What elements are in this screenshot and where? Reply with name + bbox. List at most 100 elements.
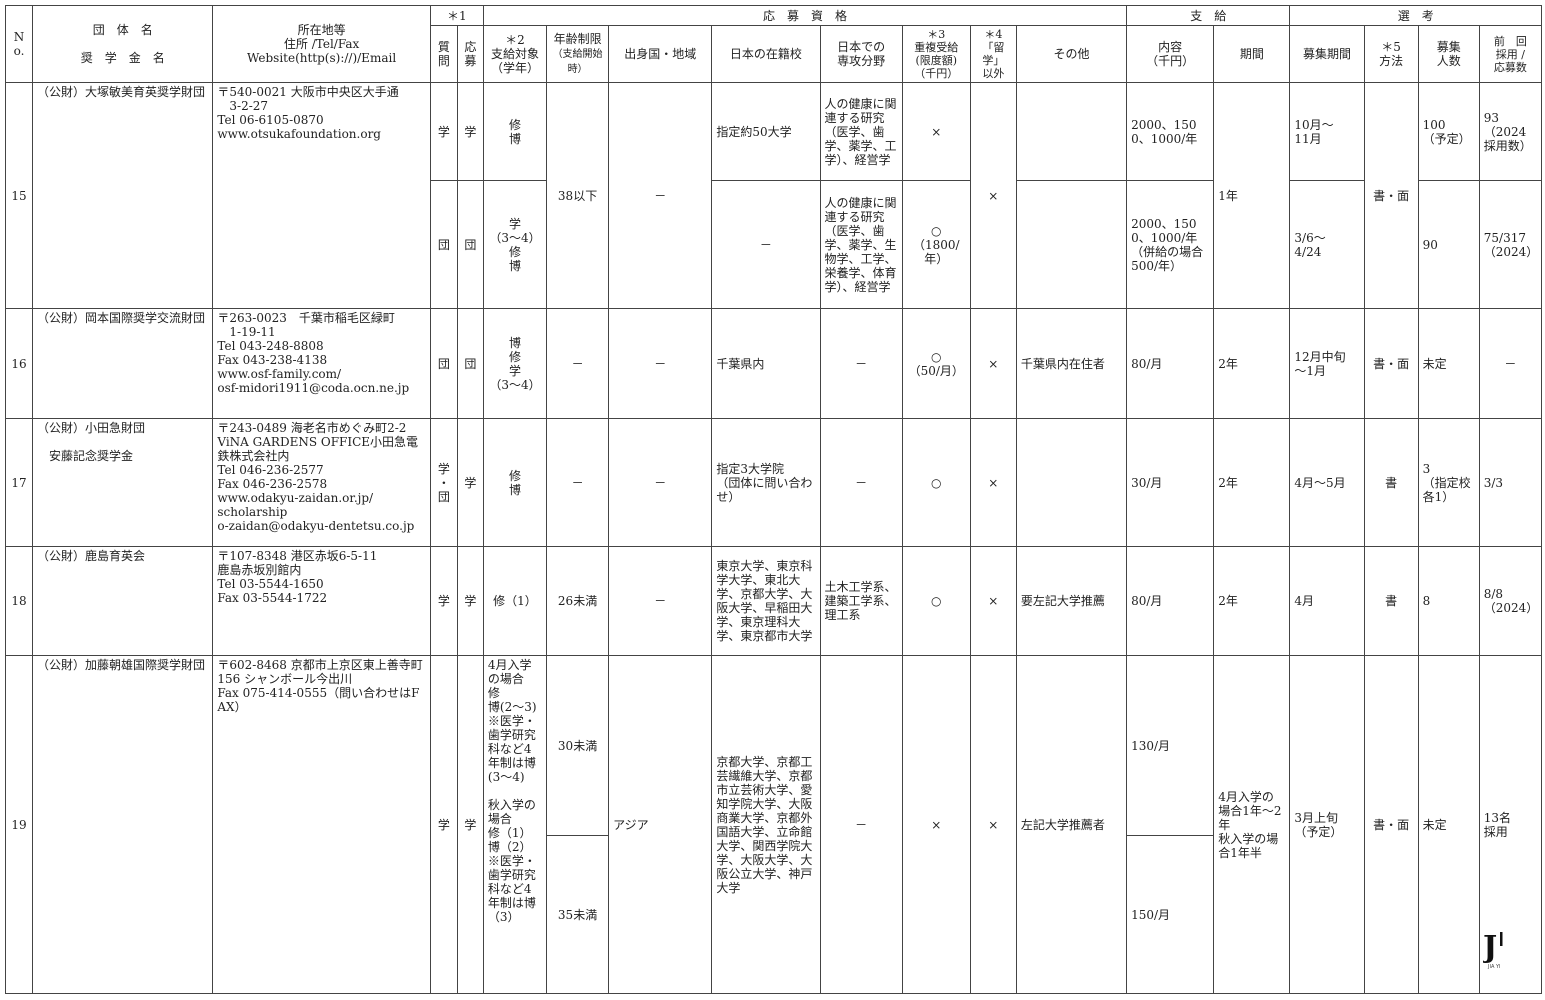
age-limit: 38以下 [546,82,610,309]
method: 書・面 [1363,308,1419,419]
address: 〒243-0489 海老名市めぐみ町2-2 ViNA GARDENS OFFIC… [212,418,431,547]
school: 東京大学、東京科学大学、東北大学、京都大学、大阪大学、早稲田大学、東京理科大学、… [711,546,821,656]
logo-bar [1500,932,1503,946]
address: 〒263-0023 千葉市稲毛区緑町 1-19-11 Tel 043-248-8… [212,308,431,419]
apply: 学 [456,82,484,181]
header-origin: 出身国・地域 [608,25,713,83]
previous: － [1478,308,1543,419]
org-name: （公財）鹿島育英会 [32,546,214,656]
school: 京都大学、京都工芸繊維大学、京都市立芸術大学、愛知学院大学、大阪商業大学、京都外… [711,655,821,994]
scholarship-table: No. 団 体 名 奨 学 金 名 所在地等 住所 /Tel/Fax Websi… [4,5,1543,994]
double: ○ [901,546,971,656]
apply: 団 [456,308,484,419]
target: 修 博 [482,82,548,181]
major: － [819,655,903,994]
apply: 学 [456,418,484,547]
content: 2000、1500、1000/年 [1126,82,1215,181]
double: ○ [901,418,971,547]
header-no: No. [4,5,34,83]
table-row: 16 （公財）岡本国際奨学交流財団 〒263-0023 千葉市稲毛区緑町 1-1… [4,308,1543,419]
school: 指定3大学院 （団体に問い合わせ） [711,418,821,547]
recruit-period: 4月～5月 [1289,418,1365,547]
recruit-period: 10月～ 11月 [1289,82,1365,181]
content: 30/月 [1126,418,1215,547]
method: 書 [1363,546,1419,656]
period: 2年 [1213,308,1291,419]
recruit-period: 4月 [1289,546,1365,656]
recruit-count: 未定 [1417,655,1480,994]
other [1015,82,1128,181]
non-ryugaku: × [969,546,1017,656]
age-limit: 26未満 [546,546,610,656]
org-name: （公財）大塚敏美育英奨学財団 [32,82,214,309]
inquiry: 学 ・ 団 [429,418,458,547]
header-age-limit-label: 年齢制限 [553,32,602,46]
inquiry: 団 [429,180,458,309]
school: － [711,180,821,309]
header-content: 内容 （千円） [1126,25,1215,83]
non-ryugaku: × [969,308,1017,419]
origin: － [608,308,713,419]
target: 修 博 [482,418,548,547]
origin: － [608,418,713,547]
table-row: 17 （公財）小田急財団 安藤記念奨学金 〒243-0489 海老名市めぐみ町2… [4,418,1543,547]
row-no: 19 [4,655,34,994]
header-other: その他 [1015,25,1128,83]
previous: 75/317 （2024） [1478,180,1543,309]
apply: 学 [456,546,484,656]
previous: 93 （2024 採用数） [1478,82,1543,181]
apply: 学 [456,655,484,994]
major: － [819,308,903,419]
table-row: 18 （公財）鹿島育英会 〒107-8348 港区赤坂6-5-11 鹿島赤坂別館… [4,546,1543,656]
header-age-limit: 年齢制限（支給開始時） [546,25,610,83]
header-major: 日本での 専攻分野 [819,25,903,83]
org-name: （公財）加藤朝雄国際奨学財団 [32,655,214,994]
recruit-count: 未定 [1417,308,1480,419]
content: 150/月 [1126,835,1215,994]
header-school: 日本の在籍校 [711,25,821,83]
header-target: ＊2 支給対象 （学年） [482,25,548,83]
org-name: （公財）小田急財団 安藤記念奨学金 [32,418,214,547]
header-org: 団 体 名 奨 学 金 名 [32,5,214,83]
inquiry: 学 [429,546,458,656]
school: 指定約50大学 [711,82,821,181]
header-qualification: 応 募 資 格 [482,5,1128,26]
header-method: ＊5 方法 [1363,25,1419,83]
recruit-period: 3月上旬 （予定） [1289,655,1365,994]
other: 千葉県内在住者 [1015,308,1128,419]
header-selection: 選 考 [1289,5,1542,26]
apply: 団 [456,180,484,309]
age-limit: 30未満 [546,655,610,836]
content: 130/月 [1126,655,1215,836]
other [1015,418,1128,547]
row-no: 17 [4,418,34,547]
other [1015,180,1128,309]
previous: 8/8 （2024） [1478,546,1543,656]
other: 左記大学推薦者 [1015,655,1128,994]
age-limit: 35未満 [546,835,610,994]
jiayi-logo: J JIA YI [1483,930,1503,970]
header-row-1: No. 団 体 名 奨 学 金 名 所在地等 住所 /Tel/Fax Websi… [4,5,1542,83]
method: 書・面 [1363,82,1419,309]
header-period: 期間 [1213,25,1291,83]
previous: 3/3 [1478,418,1543,547]
non-ryugaku: × [969,418,1017,547]
school: 千葉県内 [711,308,821,419]
header-recruit-count: 募集 人数 [1417,25,1480,83]
table-row: 19 （公財）加藤朝雄国際奨学財団 〒602-8468 京都市上京区東上善寺町1… [4,655,1543,994]
row-no: 15 [4,82,34,309]
major: 人の健康に関連する研究（医学、歯学、薬学、工学）、経営学 [819,82,903,181]
content: 2000、1500、1000/年（併給の場合500/年） [1126,180,1215,309]
row-no: 18 [4,546,34,656]
target: 学 （3～4） 修 博 [482,180,548,309]
header-inquiry: 質 問 [429,25,458,83]
origin: － [608,546,713,656]
period: 2年 [1213,418,1291,547]
double: × [901,655,971,994]
recruit-count: 90 [1417,180,1480,309]
age-limit: － [546,308,610,419]
double: ○ （1800/ 年） [901,180,971,309]
inquiry: 学 [429,82,458,181]
address: 〒602-8468 京都市上京区東上善寺町156 シャンボール今出川 Fax 0… [212,655,431,994]
non-ryugaku: × [969,655,1017,994]
